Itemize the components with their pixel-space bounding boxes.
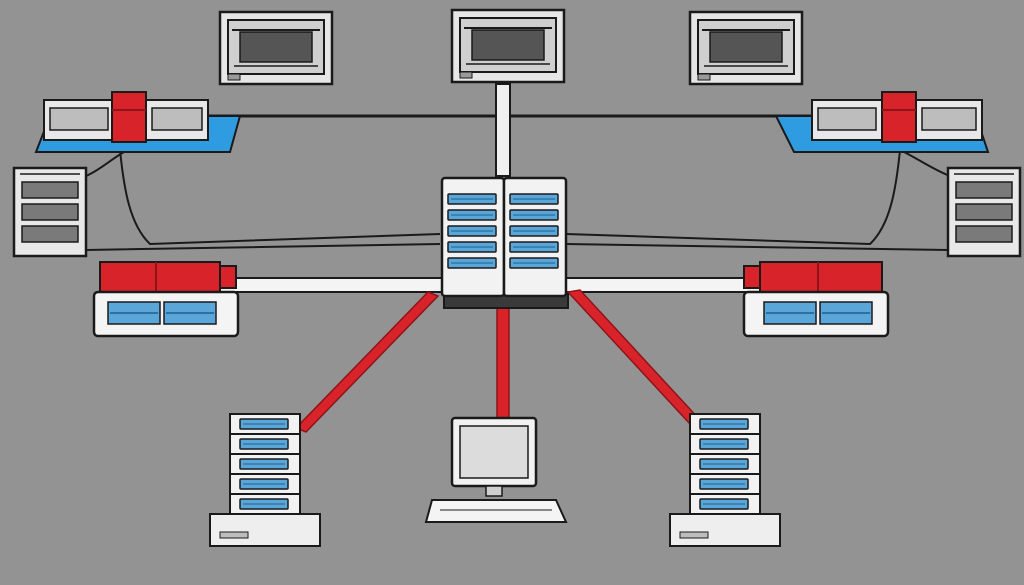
switch-right <box>774 91 990 153</box>
drive-tower-left <box>12 166 88 258</box>
workstation-center <box>424 416 568 523</box>
switch-left <box>34 91 242 153</box>
monitor-top-left <box>218 10 334 86</box>
red-module-left <box>111 91 147 143</box>
uplink-vertical <box>495 83 511 177</box>
monitor-top-right <box>688 10 804 86</box>
core-server <box>440 176 569 309</box>
server-stack-left <box>210 414 320 546</box>
monitor-top-center <box>450 8 566 84</box>
drive-tower-right <box>946 166 1022 258</box>
red-link-center <box>496 305 510 421</box>
router-right <box>742 261 890 338</box>
left-cables <box>85 149 441 251</box>
red-module-right <box>881 91 917 143</box>
right-cables <box>565 149 951 251</box>
server-stack-right <box>670 414 780 546</box>
red-link-right <box>566 289 702 425</box>
red-link-left <box>294 291 440 433</box>
router-left <box>92 261 240 338</box>
